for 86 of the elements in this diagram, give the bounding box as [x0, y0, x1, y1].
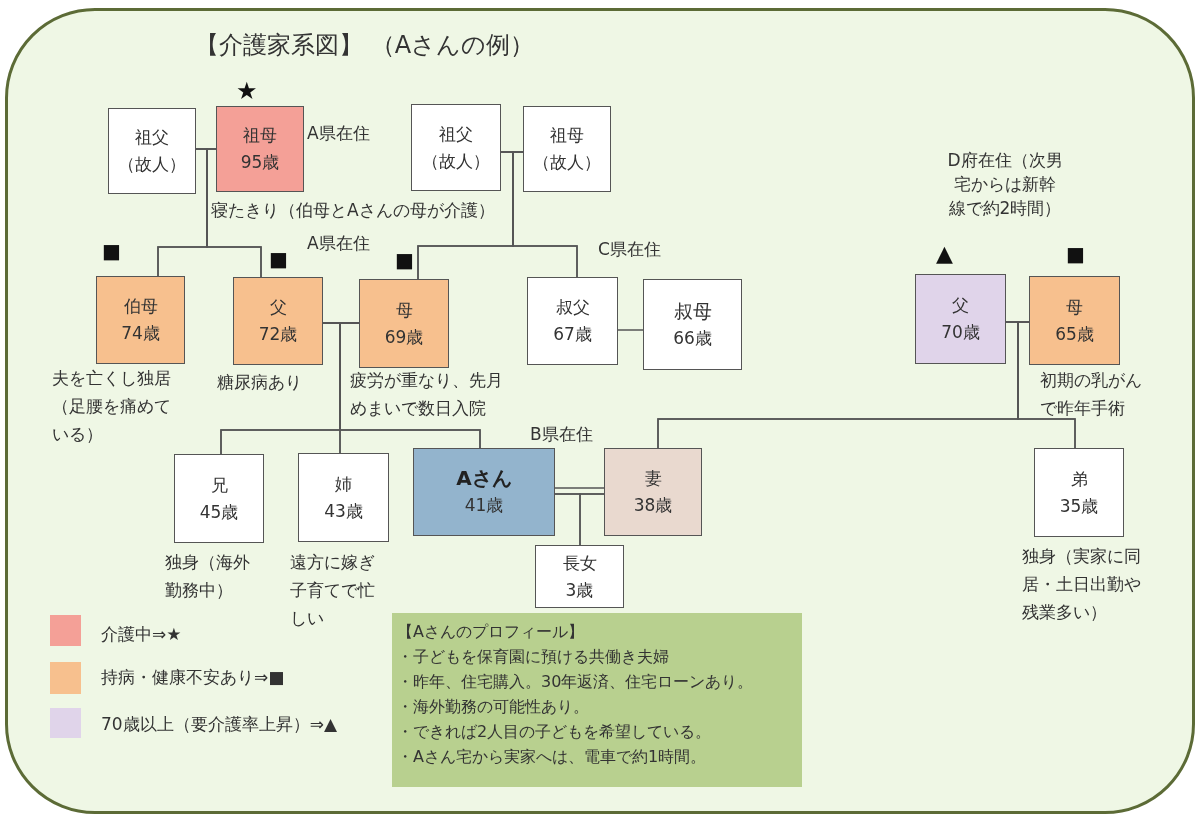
- person-box: [535, 545, 624, 608]
- person-box: [915, 274, 1006, 364]
- detail-label: 74歳: [121, 322, 160, 345]
- person-box: [298, 453, 389, 542]
- detail-label: 41歳: [464, 494, 504, 517]
- status-symbol: ★: [236, 78, 258, 104]
- legend-text: 持病・健康不安あり⇒■: [101, 666, 285, 689]
- status-symbol: ■: [269, 248, 288, 270]
- detail-label: 65歳: [1055, 322, 1094, 346]
- person-box: [643, 279, 742, 370]
- detail-label: 69歳: [384, 325, 424, 349]
- bullet-item: ・できれば2人目の子どもを希望している。: [397, 721, 712, 743]
- detail-label: （故人）: [533, 151, 601, 174]
- person-box: [527, 277, 618, 365]
- relation-label: 妻: [644, 467, 662, 490]
- bullet-item: ・Aさん宅から実家へは、電車で約1時間。: [397, 746, 707, 768]
- person-box: [1034, 448, 1124, 537]
- relation-label: 祖父: [439, 122, 473, 146]
- residence-label: B県在住: [530, 423, 593, 446]
- relation-label: 伯母: [123, 295, 158, 318]
- relation-label: 叔母: [673, 299, 712, 323]
- relation-label: 父: [269, 296, 287, 319]
- relation-label: 祖母: [243, 124, 277, 147]
- detail-label: 66歳: [673, 326, 712, 350]
- bullet-item: ・子どもを保育園に預ける共働き夫婦: [397, 646, 669, 668]
- relation-label: Aさん: [456, 467, 512, 490]
- status-symbol: ■: [1066, 243, 1085, 265]
- person-box: [359, 279, 449, 368]
- residence-label: A県在住: [307, 232, 370, 255]
- legend-text: 70歳以上（要介護率上昇）⇒▲: [101, 713, 337, 736]
- detail-label: 95歳: [240, 151, 280, 174]
- person-box: [413, 448, 555, 536]
- legend-text: 介護中⇒★: [101, 623, 182, 646]
- relation-label: 母: [395, 298, 413, 322]
- descent-line: [206, 148, 262, 278]
- note-text: 寝たきり（伯母とAさんの母が介護）: [211, 199, 495, 222]
- detail-label: （故人）: [118, 153, 186, 176]
- status-symbol: ■: [102, 240, 121, 262]
- relation-label: 叔父: [555, 296, 590, 319]
- relation-label: 祖父: [135, 126, 169, 149]
- detail-label: 67歳: [553, 323, 592, 346]
- residence-label: C県在住: [598, 238, 661, 261]
- person-box: [1029, 276, 1120, 365]
- detail-label: 45歳: [199, 500, 239, 524]
- note-text: 遠方に嫁ぎ子育てで忙しい: [290, 551, 376, 630]
- person-box: [108, 108, 196, 194]
- relation-label: 母: [1066, 295, 1083, 319]
- detail-label: 3歳: [565, 578, 594, 602]
- detail-label: 72歳: [258, 323, 298, 346]
- relation-label: 姉: [335, 472, 352, 496]
- relation-label: 兄: [210, 473, 228, 497]
- status-symbol: ■: [395, 249, 414, 271]
- person-box: [604, 448, 702, 536]
- residence-label: D府在住（次男宅からは新幹線で約2時間）: [946, 149, 1064, 220]
- note-text: 夫を亡くし独居（足腰を痛めている）: [52, 367, 172, 446]
- bullet-item: ・海外勤務の可能性あり。: [397, 696, 589, 718]
- person-box: [233, 277, 323, 365]
- detail-label: 43歳: [324, 499, 363, 523]
- diagram-title: 【介護家系図】 （Aさんの例）: [195, 30, 535, 60]
- descent-line: [1017, 321, 1076, 449]
- relation-label: 長女: [562, 551, 597, 575]
- bullet-item: ・昨年、住宅購入。30年返済、住宅ローンあり。: [397, 671, 754, 693]
- descent-line: [512, 151, 578, 278]
- marriage-line: [617, 329, 644, 331]
- note-text: 糖尿病あり: [217, 371, 302, 394]
- relation-label: 弟: [1070, 467, 1088, 491]
- detail-label: 35歳: [1059, 494, 1099, 518]
- status-symbol: ▲: [936, 242, 953, 266]
- person-box: [523, 106, 611, 192]
- panel-heading: 【Aさんのプロフィール】: [397, 621, 584, 643]
- detail-label: 70歳: [941, 321, 980, 344]
- relation-label: 父: [952, 294, 969, 317]
- note-text: 独身（実家に同居・土日出勤や残業多い）: [1022, 545, 1142, 624]
- detail-label: 38歳: [633, 494, 673, 517]
- person-box: [216, 106, 304, 192]
- note-text: 疲労が重なり、先月めまいで数日入院: [350, 369, 504, 420]
- descent-line: [579, 493, 605, 546]
- profile-panel: [392, 613, 802, 787]
- note-text: 独身（海外勤務中）: [165, 551, 251, 602]
- person-box: [96, 276, 185, 364]
- residence-label: A県在住: [307, 122, 370, 145]
- person-box: [411, 104, 501, 191]
- relation-label: 祖母: [550, 124, 584, 147]
- detail-label: （故人）: [422, 149, 490, 173]
- note-text: 初期の乳がんで昨年手術: [1040, 369, 1143, 420]
- person-box: [174, 454, 264, 543]
